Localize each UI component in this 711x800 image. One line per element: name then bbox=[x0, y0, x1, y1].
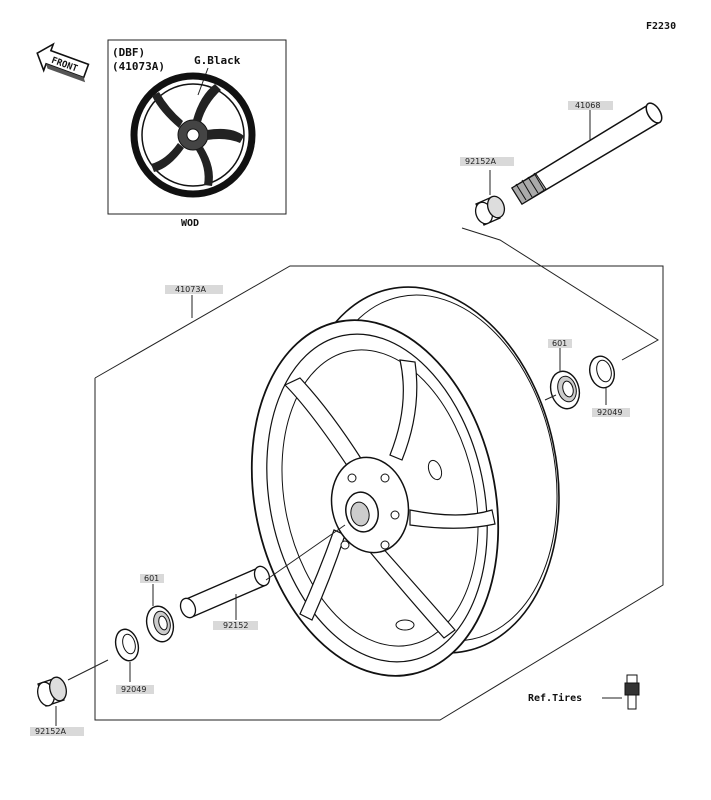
inset-part-code: (41073A) bbox=[112, 60, 165, 73]
seal-right-icon bbox=[588, 355, 616, 389]
inset-variant-box: (DBF) (41073A) G.Black WOD bbox=[107, 39, 287, 229]
inset-wheel-icon bbox=[130, 72, 256, 198]
part-label-collar-bottom: 92152A bbox=[35, 727, 66, 736]
wheel-icon bbox=[250, 286, 560, 677]
reference-tires-label: Ref.Tires bbox=[528, 692, 582, 704]
collar-top-icon bbox=[474, 195, 506, 226]
collar-bottom-icon bbox=[37, 676, 67, 707]
inset-finish-label: G.Black bbox=[194, 54, 241, 67]
part-label-bearing-left: 601 bbox=[144, 574, 159, 583]
bearing-right-icon bbox=[549, 370, 581, 410]
collar-center-icon bbox=[179, 565, 271, 619]
part-label-seal-right: 92049 bbox=[597, 408, 622, 417]
part-label-wheel: 41073A bbox=[175, 285, 206, 294]
inset-caption: WOD bbox=[181, 218, 199, 229]
part-label-axle: 41068 bbox=[575, 101, 600, 110]
bearing-left-icon bbox=[145, 605, 175, 643]
part-label-bearing-right: 601 bbox=[552, 339, 567, 348]
axle-icon bbox=[510, 102, 663, 206]
assembly-outline bbox=[94, 265, 664, 721]
part-label-collar-top: 92152A bbox=[465, 157, 496, 166]
seal-left-icon bbox=[114, 628, 140, 662]
part-label-seal-left: 92049 bbox=[121, 685, 146, 694]
inset-variant-code: (DBF) bbox=[112, 46, 145, 59]
figure-id: F2230 bbox=[646, 21, 676, 32]
front-arrow-icon: FRONT bbox=[36, 42, 90, 83]
tire-valve-icon bbox=[624, 674, 640, 710]
part-label-collar-center: 92152 bbox=[223, 621, 248, 630]
